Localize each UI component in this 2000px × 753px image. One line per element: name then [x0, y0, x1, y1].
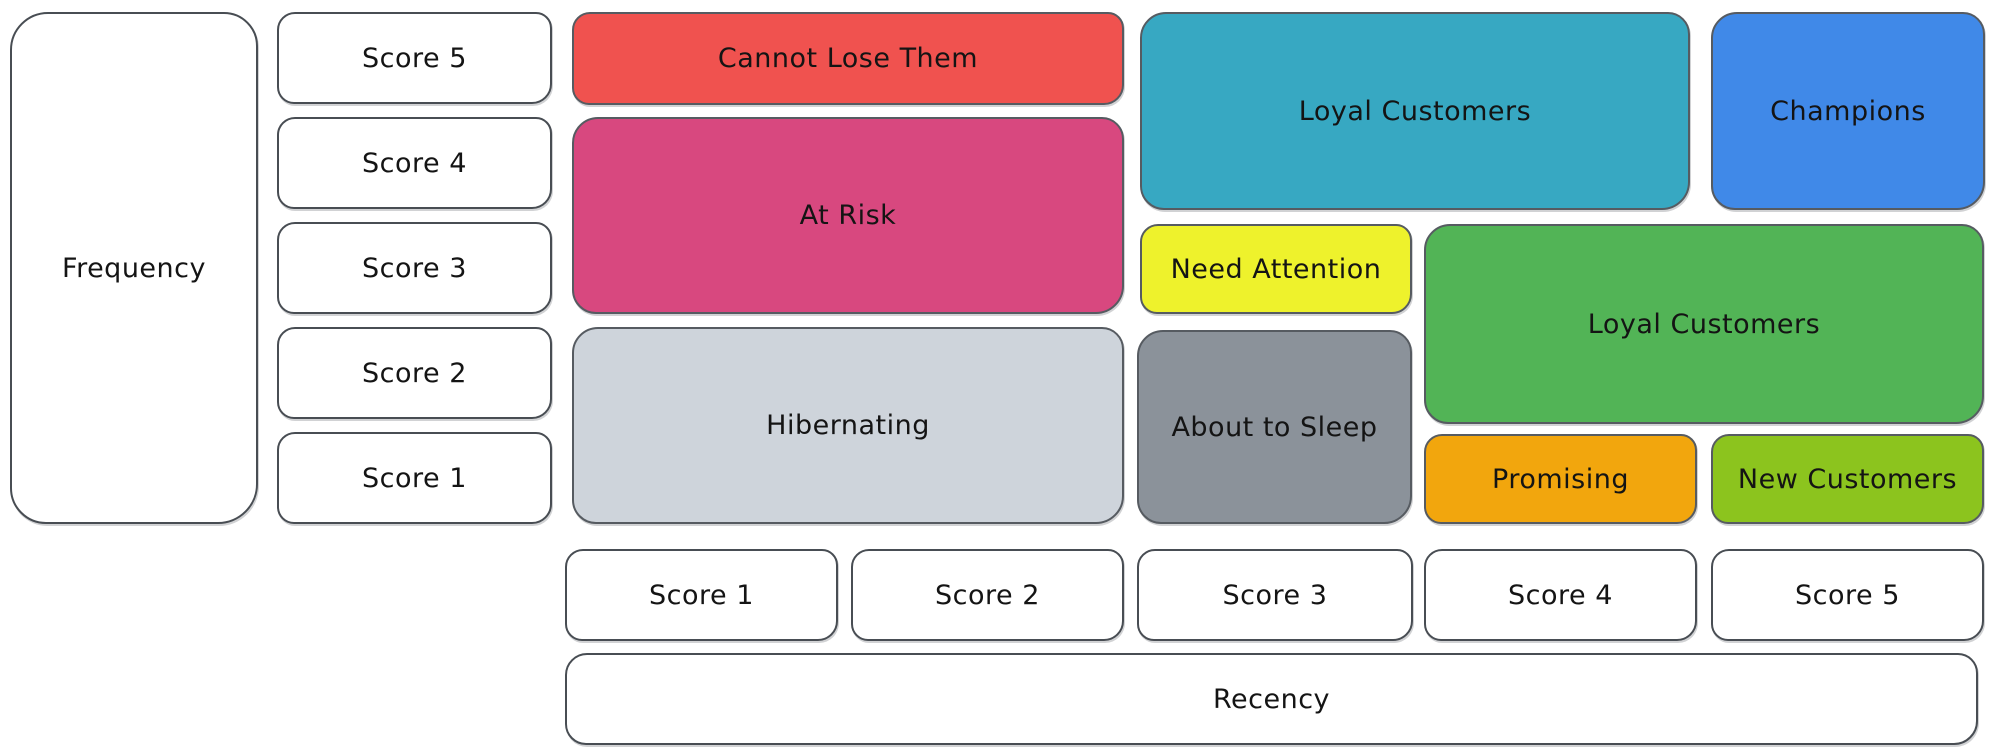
segment-about-to-sleep: About to Sleep: [1137, 330, 1412, 524]
segment-champions-label: Champions: [1770, 95, 1926, 127]
segment-promising: Promising: [1424, 434, 1697, 524]
frequency-score-2: Score 2: [277, 327, 552, 419]
segment-loyal-customers-green-label: Loyal Customers: [1587, 308, 1821, 340]
segment-loyal-customers-teal-label: Loyal Customers: [1298, 95, 1532, 127]
recency-score-1-text: Score 1: [649, 579, 754, 611]
segment-at-risk-label: At Risk: [799, 200, 897, 231]
frequency-axis-label: Frequency: [10, 12, 258, 524]
recency-score-2-text: Score 2: [935, 579, 1040, 611]
segment-cannot-lose-them: Cannot Lose Them: [572, 12, 1124, 105]
segment-about-to-sleep-label: About to Sleep: [1171, 411, 1378, 443]
frequency-score-5: Score 5: [277, 12, 552, 104]
frequency-score-2-text: Score 2: [362, 357, 467, 389]
segment-hibernating-label: Hibernating: [766, 410, 930, 441]
recency-axis-text: Recency: [1212, 683, 1331, 715]
recency-score-5: Score 5: [1711, 549, 1984, 641]
recency-score-4: Score 4: [1424, 549, 1697, 641]
recency-axis-label: Recency: [565, 653, 1978, 745]
frequency-score-3: Score 3: [277, 222, 552, 314]
frequency-axis-text: Frequency: [62, 252, 206, 284]
recency-score-4-text: Score 4: [1508, 579, 1613, 611]
frequency-score-4: Score 4: [277, 117, 552, 209]
frequency-score-1: Score 1: [277, 432, 552, 524]
segment-new-customers: New Customers: [1711, 434, 1984, 524]
frequency-score-4-text: Score 4: [362, 147, 467, 179]
segment-new-customers-label: New Customers: [1737, 463, 1958, 495]
segment-champions: Champions: [1711, 12, 1985, 210]
recency-score-3-text: Score 3: [1222, 579, 1328, 611]
frequency-score-3-text: Score 3: [362, 252, 467, 284]
segment-at-risk: At Risk: [572, 117, 1124, 314]
segment-need-attention: Need Attention: [1140, 224, 1412, 314]
segment-cannot-lose-them-label: Cannot Lose Them: [717, 43, 979, 74]
recency-score-1: Score 1: [565, 549, 838, 641]
segment-need-attention-label: Need Attention: [1170, 253, 1382, 285]
segment-promising-label: Promising: [1492, 463, 1629, 495]
recency-score-3: Score 3: [1137, 549, 1413, 641]
recency-score-5-text: Score 5: [1795, 579, 1900, 611]
segment-loyal-customers-green: Loyal Customers: [1424, 224, 1984, 424]
segment-loyal-customers-teal: Loyal Customers: [1140, 12, 1690, 210]
recency-score-2: Score 2: [851, 549, 1124, 641]
frequency-score-5-text: Score 5: [362, 42, 467, 74]
segment-hibernating: Hibernating: [572, 327, 1124, 524]
frequency-score-1-text: Score 1: [362, 462, 467, 494]
